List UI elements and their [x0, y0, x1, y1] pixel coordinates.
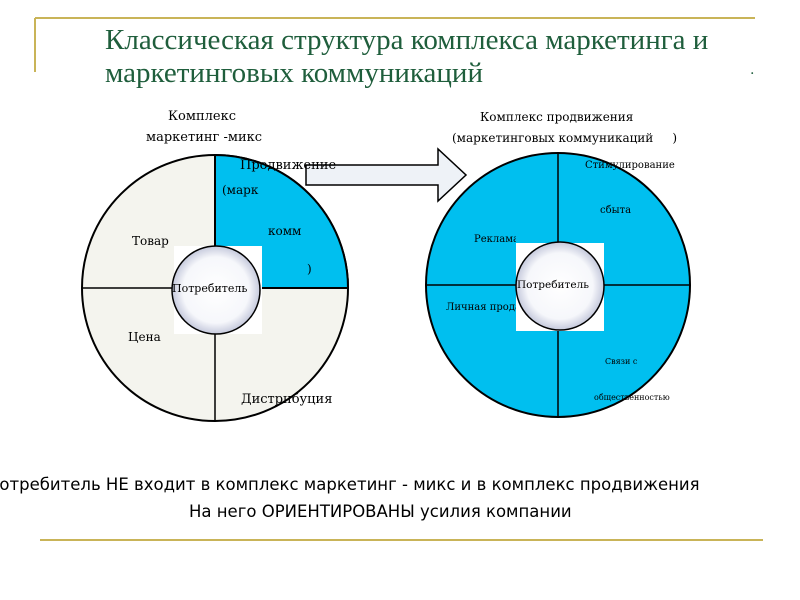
public-relations-label-line1: Связи с — [605, 357, 638, 366]
footer-line1: Потребитель НЕ входит в комплекс маркети… — [0, 475, 700, 494]
promotion-mix-diagram — [425, 152, 691, 418]
promotion-label-line4: ) — [307, 262, 312, 276]
marketing-mix-heading-line1: Комплекс — [168, 109, 237, 124]
promotion-label-line3: комм — [268, 224, 302, 238]
personal-selling-label: Личная продажа — [446, 302, 516, 313]
promotion-label-line1: Продвижение — [240, 158, 337, 173]
consumer-label: Потребитель — [172, 282, 248, 295]
promotion-mix-heading-line1: Комплекс продвижения — [480, 110, 634, 124]
title-dot: . — [750, 62, 755, 78]
marketing-mix-diagram — [81, 153, 350, 422]
consumer-circle — [171, 245, 261, 335]
promotion-mix-heading-line2: (маркетинговых коммуникаций ) — [452, 131, 678, 145]
advertising-label: Реклама — [474, 234, 516, 245]
price-label: Цена — [128, 330, 161, 344]
arrow-right-icon — [305, 147, 468, 203]
product-label: Товар — [132, 234, 169, 248]
sales-promotion-label-line2: сбыта — [600, 205, 632, 216]
footer-line2: На него ОРИЕНТИРОВАНЫ усилия компании — [189, 502, 572, 521]
consumer-label-right: Потребитель — [517, 279, 589, 291]
distribution-label: Дистрибуция — [241, 392, 333, 407]
sales-promotion-label-line1: Стимулирование — [585, 160, 675, 171]
promotion-label-line2: (марк — [222, 183, 259, 197]
marketing-mix-heading-line2: маркетинг -микс — [146, 130, 263, 145]
footer-line1-clip: Потребитель НЕ входит в комплекс маркети… — [0, 474, 800, 498]
slide-title: Классическая структура комплекса маркети… — [105, 24, 709, 89]
consumer-circle-right — [515, 241, 605, 331]
public-relations-label-line2: общественностью — [594, 393, 670, 402]
